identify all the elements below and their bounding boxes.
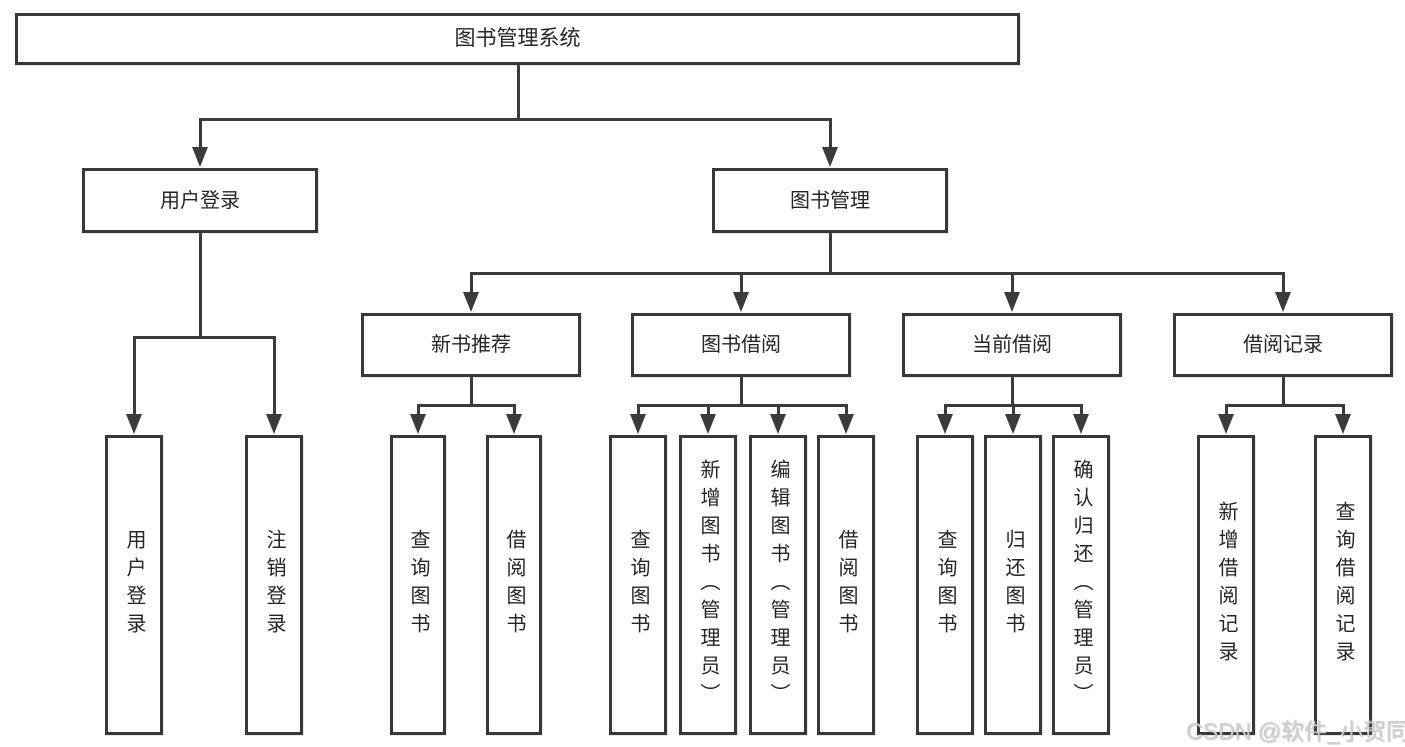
arrow-down-icon [770,414,786,434]
arrow-down-icon [410,414,426,434]
connector-line [1224,403,1345,407]
node-borrow-records: 借阅记录 [1173,313,1393,377]
node-borrow-books: 借阅图书 [817,435,875,735]
arrow-down-icon [822,147,838,167]
connector-line [516,65,520,121]
connector-line [416,403,516,407]
node-query-books-current: 查询图书 [916,435,974,735]
connector-line [1224,405,1228,422]
connector-line [132,337,136,422]
connector-line [1010,377,1014,405]
connector-line [739,273,743,300]
arrow-down-icon [506,414,522,434]
connector-line [198,119,202,155]
connector-line [828,233,832,275]
arrow-down-icon [838,414,854,434]
connector-line [198,233,202,337]
arrow-down-icon [192,147,208,167]
connector-line [636,405,640,422]
node-book-mgmt: 图书管理 [712,168,948,233]
arrow-down-icon [463,292,479,312]
arrow-down-icon [1335,414,1351,434]
connector-line [943,405,947,422]
arrow-down-icon [1275,292,1291,312]
connector-line [776,405,780,422]
connector-line [469,271,1285,275]
node-user-login: 用户登录 [82,168,318,233]
connector-line [706,405,710,422]
arrow-down-icon [733,292,749,312]
node-current-borrow: 当前借阅 [902,313,1122,377]
node-add-borrow-record: 新增借阅记录 [1197,435,1255,735]
connector-line [198,117,832,121]
arrow-down-icon [700,414,716,434]
connector-line [1010,273,1014,300]
connector-line [1079,405,1083,422]
node-user-login-leaf: 用户登录 [105,435,163,735]
connector-line [1341,405,1345,422]
connector-line [1281,273,1285,300]
arrow-down-icon [937,414,953,434]
connector-line [416,405,420,422]
connector-line [739,377,743,405]
node-add-books-admin: 新增图书（管理员） [679,435,737,735]
node-return-books: 归还图书 [984,435,1042,735]
node-query-books-borrow: 查询图书 [609,435,667,735]
connector-line [469,377,473,405]
node-query-books-rec: 查询图书 [390,435,446,735]
node-root: 图书管理系统 [15,13,1020,65]
connector-line [469,273,473,300]
node-edit-books-admin: 编辑图书（管理员） [749,435,807,735]
connector-line [636,403,848,407]
arrow-down-icon [266,414,282,434]
connector-line [1011,405,1015,422]
connector-line [512,405,516,422]
arrow-down-icon [1004,292,1020,312]
connector-line [132,335,276,339]
arrow-down-icon [126,414,142,434]
arrow-down-icon [630,414,646,434]
node-query-borrow-record: 查询借阅记录 [1314,435,1372,735]
connector-line [272,337,276,422]
node-logout: 注销登录 [245,435,303,735]
connector-line [1281,377,1285,405]
arrow-down-icon [1218,414,1234,434]
node-confirm-return-admin: 确认归还（管理员） [1052,435,1110,735]
connector-line [828,119,832,155]
node-borrow-books-rec: 借阅图书 [486,435,542,735]
arrow-down-icon [1073,414,1089,434]
arrow-down-icon [1005,414,1021,434]
node-new-book-rec: 新书推荐 [361,313,581,377]
connector-line [844,405,848,422]
csdn-watermark: CSDN @软件_小贺同学 [1186,718,1405,744]
node-book-borrow: 图书借阅 [631,313,851,377]
